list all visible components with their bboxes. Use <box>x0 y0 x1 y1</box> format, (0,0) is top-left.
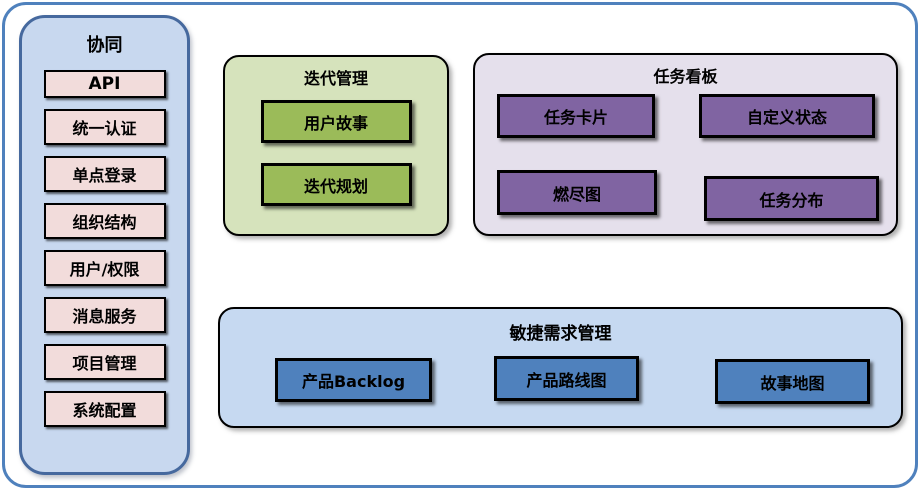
iteration-management-group: 迭代管理 用户故事 迭代规划 <box>223 55 449 236</box>
collaboration-item-list: API 统一认证 单点登录 组织结构 用户/权限 消息服务 项目管理 系统配置 <box>22 70 187 427</box>
node-user-story: 用户故事 <box>260 100 412 143</box>
node-task-card: 任务卡片 <box>497 94 655 138</box>
iteration-management-title: 迭代管理 <box>303 69 368 88</box>
node-custom-status: 自定义状态 <box>699 94 875 138</box>
task-board-title: 任务看板 <box>653 67 718 86</box>
node-system-config: 系统配置 <box>43 391 166 427</box>
agile-requirements-title: 敏捷需求管理 <box>509 324 612 344</box>
node-message-service: 消息服务 <box>43 297 166 333</box>
node-org-structure: 组织结构 <box>43 203 166 239</box>
node-api: API <box>43 70 166 98</box>
node-user-permission: 用户/权限 <box>43 250 166 286</box>
node-iteration-planning: 迭代规划 <box>260 163 412 206</box>
node-product-roadmap: 产品路线图 <box>494 356 639 401</box>
node-single-sign-on: 单点登录 <box>43 156 166 192</box>
node-product-backlog: 产品Backlog <box>275 358 432 402</box>
node-unified-auth: 统一认证 <box>43 109 166 145</box>
agile-requirements-group: 敏捷需求管理 产品Backlog 产品路线图 故事地图 <box>218 307 903 428</box>
node-project-management: 项目管理 <box>43 344 166 380</box>
collaboration-panel-title: 协同 <box>86 35 123 56</box>
node-burndown-chart: 燃尽图 <box>497 170 657 215</box>
task-board-group: 任务看板 任务卡片 自定义状态 燃尽图 任务分布 <box>473 53 898 236</box>
node-task-distribution: 任务分布 <box>704 176 879 221</box>
node-story-map: 故事地图 <box>715 359 870 404</box>
collaboration-panel: 协同 API 统一认证 单点登录 组织结构 用户/权限 消息服务 项目管理 系统… <box>19 15 190 475</box>
